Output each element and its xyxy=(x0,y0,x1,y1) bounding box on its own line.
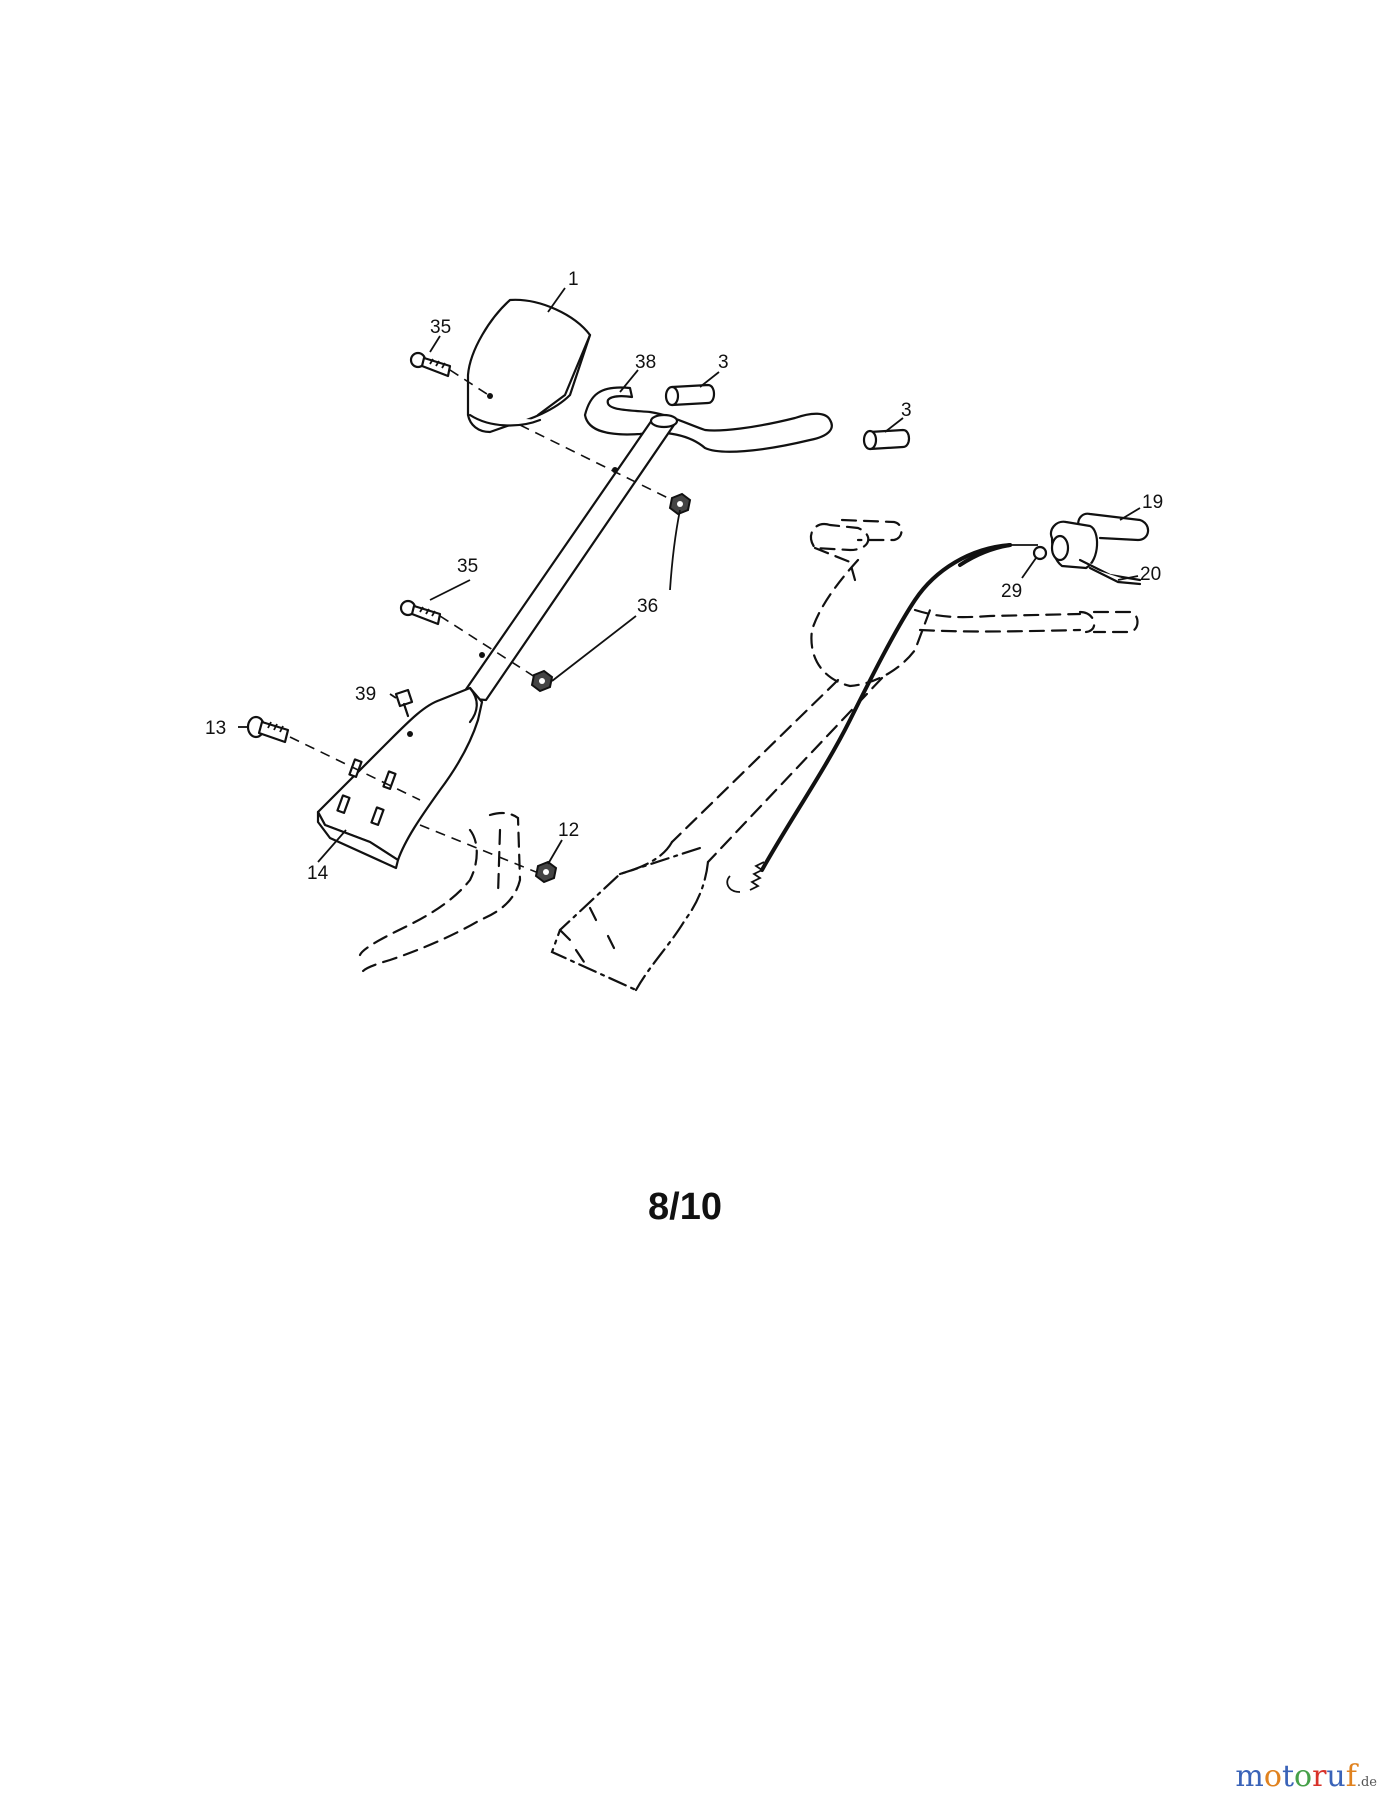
callout-labels: 1 35 38 3 3 35 36 39 13 14 12 19 29 20 xyxy=(205,269,1163,884)
callout-39: 39 xyxy=(355,684,376,705)
callout-38: 38 xyxy=(635,352,656,373)
watermark-letter: u xyxy=(1326,1759,1346,1794)
callout-35-upper: 35 xyxy=(430,317,451,338)
callout-36: 36 xyxy=(637,596,658,617)
callout-35-lower: 35 xyxy=(457,556,478,577)
part-nut-lower xyxy=(530,669,554,693)
callout-29: 29 xyxy=(1001,581,1022,602)
part-cover xyxy=(466,298,592,434)
watermark-letter: t xyxy=(1281,1759,1294,1794)
part-handlebar xyxy=(583,386,833,453)
watermark-letters: motoruf xyxy=(1235,1759,1356,1794)
part-upper-tube xyxy=(458,413,679,702)
ghost-handle-assembly xyxy=(550,518,1139,992)
watermark-letter: m xyxy=(1235,1759,1264,1794)
callout-3-lower: 3 xyxy=(901,400,912,421)
part-nut-bottom xyxy=(534,860,558,884)
callout-12: 12 xyxy=(558,820,579,841)
ghost-frame-left xyxy=(358,811,522,977)
callout-20: 20 xyxy=(1140,564,1161,585)
watermark-letter: r xyxy=(1312,1759,1327,1794)
callout-3-upper: 3 xyxy=(718,352,729,373)
part-grip-b xyxy=(862,428,911,451)
part-lower-bracket xyxy=(316,686,484,870)
part-bolt-small xyxy=(394,688,414,718)
callout-19: 19 xyxy=(1142,492,1163,513)
watermark-letter: o xyxy=(1294,1759,1313,1794)
assembly-lines-left xyxy=(289,369,669,873)
callout-14: 14 xyxy=(307,863,329,884)
leader-lines xyxy=(238,287,1141,865)
control-cable xyxy=(726,543,1038,893)
watermark-letter: f xyxy=(1345,1759,1357,1794)
watermark-logo: motoruf.de xyxy=(1235,1759,1377,1794)
callout-13: 13 xyxy=(205,718,226,739)
part-bolt-lower xyxy=(399,599,442,626)
watermark-letter: o xyxy=(1263,1759,1282,1794)
callout-1: 1 xyxy=(568,269,579,290)
part-grip-a xyxy=(664,383,716,407)
watermark-tld: .de xyxy=(1356,1775,1377,1790)
part-bolt-upper xyxy=(409,351,452,378)
part-nut-upper xyxy=(668,492,692,516)
part-carriage-bolt xyxy=(246,715,290,744)
page-number: 8/10 xyxy=(648,1186,722,1228)
part-control-lever xyxy=(1032,512,1150,586)
